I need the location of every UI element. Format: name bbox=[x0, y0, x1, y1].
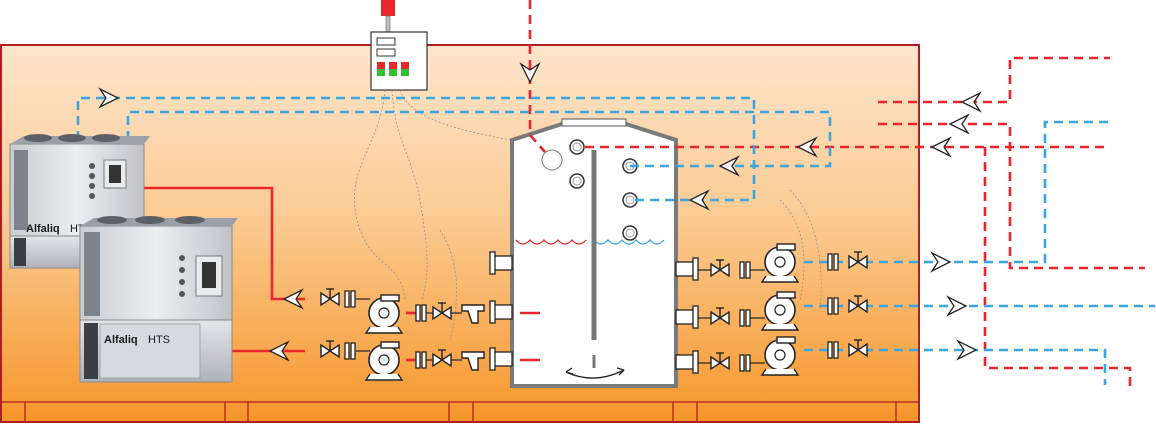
hot-water-lines bbox=[142, 0, 1145, 388]
base-rail bbox=[1, 401, 919, 422]
chiller-unit-icon: Alfaliq HTS bbox=[79, 216, 238, 383]
distribution-pumps bbox=[698, 243, 868, 376]
unit-model: HTS bbox=[148, 334, 170, 346]
mixer-icon bbox=[565, 355, 625, 379]
chiller-feed-pumps bbox=[320, 288, 485, 381]
control-panel-icon bbox=[370, 0, 428, 91]
unit-brand: Alfaliq bbox=[104, 334, 138, 346]
chilled-water-lines bbox=[76, 96, 1155, 385]
unit-brand: Alfaliq bbox=[26, 223, 60, 235]
storage-tank bbox=[489, 118, 699, 388]
